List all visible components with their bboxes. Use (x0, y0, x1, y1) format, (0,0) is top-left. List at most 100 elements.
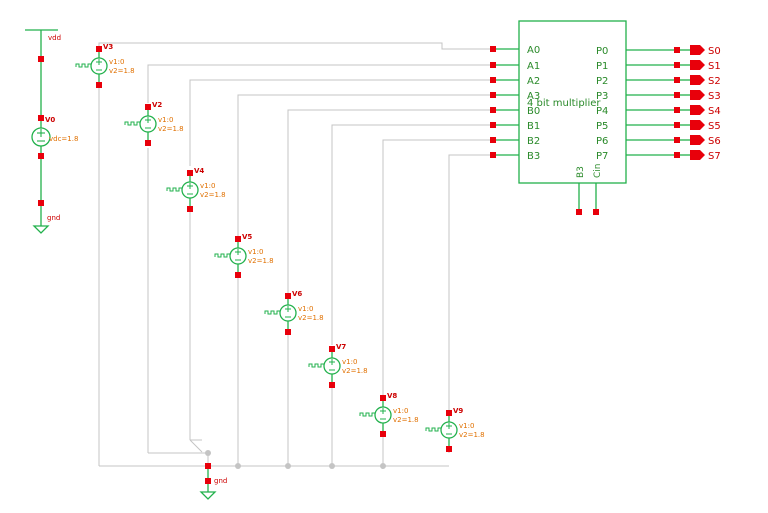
source-top-pin[interactable] (329, 346, 335, 352)
source-top-pin[interactable] (285, 293, 291, 299)
output-pin-square[interactable] (674, 77, 680, 83)
pulse-waveform-icon (214, 253, 231, 258)
output-terminal-s1[interactable]: S1 (690, 60, 721, 72)
source-top-pin[interactable] (235, 236, 241, 242)
v0-top-pin[interactable] (38, 115, 44, 121)
output-terminal-s6[interactable]: S6 (690, 135, 721, 147)
source-top-pin[interactable] (145, 104, 151, 110)
output-pin-square[interactable] (674, 122, 680, 128)
input-pin-b3[interactable]: B3 (490, 151, 540, 162)
source-top-pin[interactable] (380, 395, 386, 401)
source-top-pin[interactable] (187, 170, 193, 176)
bottom-pin-b3-label: B3 (576, 166, 586, 178)
input-pin-square[interactable] (490, 137, 496, 143)
output-pin-square[interactable] (674, 92, 680, 98)
pulse-waveform-icon (75, 63, 92, 68)
output-terminal-s3[interactable]: S3 (690, 90, 721, 102)
gnd-bottom-pin[interactable] (205, 478, 211, 484)
output-pin-square[interactable] (674, 152, 680, 158)
input-pin-a2[interactable]: A2 (490, 76, 540, 87)
gnd-bottom-pin-top[interactable] (205, 463, 211, 469)
input-pin-square[interactable] (490, 107, 496, 113)
output-pin-p0[interactable]: P0 S0 (596, 45, 721, 57)
bottom-pin-cin[interactable]: Cin (593, 164, 603, 216)
input-pin-b1[interactable]: B1 (490, 121, 540, 132)
output-terminal-icon (690, 150, 705, 160)
output-pin-label: P0 (596, 46, 608, 57)
source-bottom-pin[interactable] (145, 140, 151, 146)
output-pin-label: P6 (596, 136, 608, 147)
vdd-label: vdd (48, 34, 61, 42)
source-bottom-pin[interactable] (446, 446, 452, 452)
output-terminal-label: S3 (708, 91, 721, 102)
input-pin-square[interactable] (490, 46, 496, 52)
v0-bottom-pin[interactable] (38, 153, 44, 159)
output-pin-p7[interactable]: P7 S7 (596, 150, 721, 162)
source-bottom-pin[interactable] (187, 206, 193, 212)
output-terminal-s5[interactable]: S5 (690, 120, 721, 132)
bottom-pin-b3[interactable]: B3 (576, 166, 586, 215)
output-pin-p5[interactable]: P5 S5 (596, 120, 721, 132)
source-bottom-pin[interactable] (285, 329, 291, 335)
input-pin-square[interactable] (490, 77, 496, 83)
source-v2: v2=1.8 (248, 257, 274, 265)
output-pin-square[interactable] (674, 107, 680, 113)
output-pin-square[interactable] (674, 137, 680, 143)
output-terminal-s4[interactable]: S4 (690, 105, 721, 117)
source-bottom-pin[interactable] (96, 82, 102, 88)
source-v1: v1:0 (200, 182, 215, 190)
output-terminal-icon (690, 45, 705, 55)
input-pin-a1[interactable]: A1 (490, 61, 540, 72)
input-pin-label: B1 (527, 121, 540, 132)
v0-dc-source[interactable]: V0 vdc=1.8 (31, 115, 78, 159)
input-pin-b0[interactable]: B0 (490, 106, 540, 117)
output-terminal-icon (690, 105, 705, 115)
output-terminal-label: S2 (708, 76, 721, 87)
input-pin-a3[interactable]: A3 (490, 91, 540, 102)
source-bottom-pin[interactable] (329, 382, 335, 388)
output-terminal-s0[interactable]: S0 (690, 45, 721, 57)
multiplier-body[interactable] (518, 20, 627, 184)
input-pin-square[interactable] (490, 122, 496, 128)
bottom-pin-cin-label: Cin (593, 164, 603, 179)
bottom-pin-cin-square[interactable] (593, 209, 599, 215)
output-pin-label: P7 (596, 151, 608, 162)
input-pin-label: A2 (527, 76, 540, 87)
output-pin-square[interactable] (674, 62, 680, 68)
input-pin-b2[interactable]: B2 (490, 136, 540, 147)
bottom-pin-b3-square[interactable] (576, 209, 582, 215)
output-pin-square[interactable] (674, 47, 680, 53)
source-bottom-pin[interactable] (380, 431, 386, 437)
output-pin-p6[interactable]: P6 S6 (596, 135, 721, 147)
source-bottom-pin[interactable] (235, 272, 241, 278)
gnd-left-pin[interactable] (38, 200, 44, 206)
source-name: V4 (194, 167, 204, 175)
input-pin-square[interactable] (490, 152, 496, 158)
source-top-pin[interactable] (96, 46, 102, 52)
output-terminal-s7[interactable]: S7 (690, 150, 721, 162)
input-pin-square[interactable] (490, 62, 496, 68)
input-pin-square[interactable] (490, 92, 496, 98)
source-v2: v2=1.8 (342, 367, 368, 375)
source-top-pin[interactable] (446, 410, 452, 416)
gnd-bottom-label: gnd (214, 477, 227, 485)
vdd-pin[interactable] (38, 56, 44, 62)
output-terminal-s2[interactable]: S2 (690, 75, 721, 87)
input-pin-a0[interactable]: A0 (490, 45, 540, 56)
output-pin-label: P5 (596, 121, 608, 132)
source-v1: v1:0 (342, 358, 357, 366)
